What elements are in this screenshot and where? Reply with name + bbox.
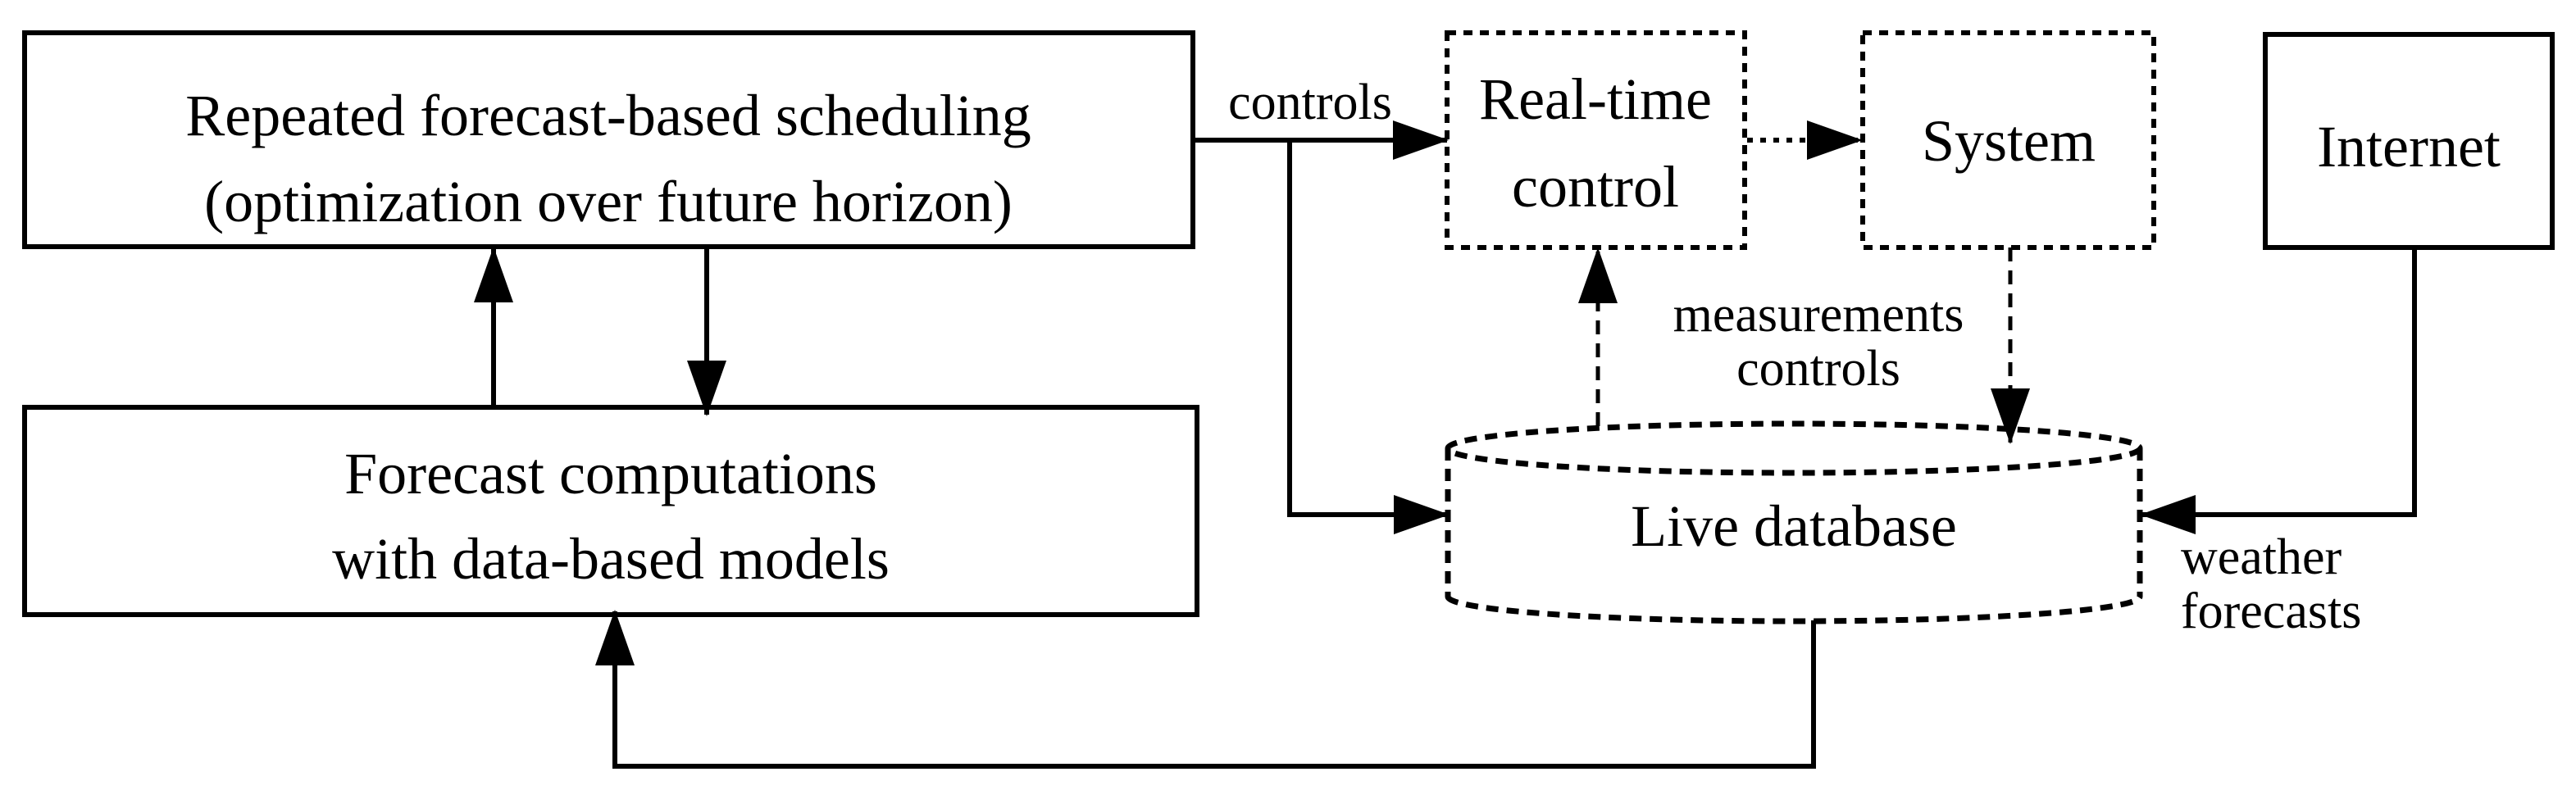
internet-box <box>2263 32 2555 250</box>
measurements-label-line1: measurements <box>1673 287 1964 343</box>
realtime-label-line1: Real-time <box>1479 66 1712 132</box>
controls-to-database-arrow <box>1287 140 1450 534</box>
system-label: System <box>1922 108 2096 174</box>
scheduler-label-line1: Repeated forecast-based scheduling <box>185 83 1031 148</box>
forecast-label-line2: with data-based models <box>332 526 890 592</box>
scheduler-label-line2: (optimization over future horizon) <box>204 169 1013 234</box>
database-to-forecast-arrow <box>595 610 1816 769</box>
weather-label-line2: forecasts <box>2181 583 2361 639</box>
forecast-label-line1: Forecast computations <box>344 441 877 506</box>
cylinder-top-ellipse <box>1445 420 2143 476</box>
cylinder-bottom-arc <box>1445 595 2143 624</box>
measurements-label-line2: controls <box>1736 341 1900 397</box>
realtime-label-line2: control <box>1512 154 1679 220</box>
weather-label-line1: weather <box>2181 529 2342 585</box>
database-label: Live database <box>1631 493 1957 559</box>
internet-to-database-arrow <box>2140 247 2417 534</box>
live-database-cylinder <box>1445 420 2143 624</box>
controls-edge-label: controls <box>1228 75 1392 130</box>
system-box <box>1860 30 2156 250</box>
internet-label: Internet <box>2317 114 2501 179</box>
